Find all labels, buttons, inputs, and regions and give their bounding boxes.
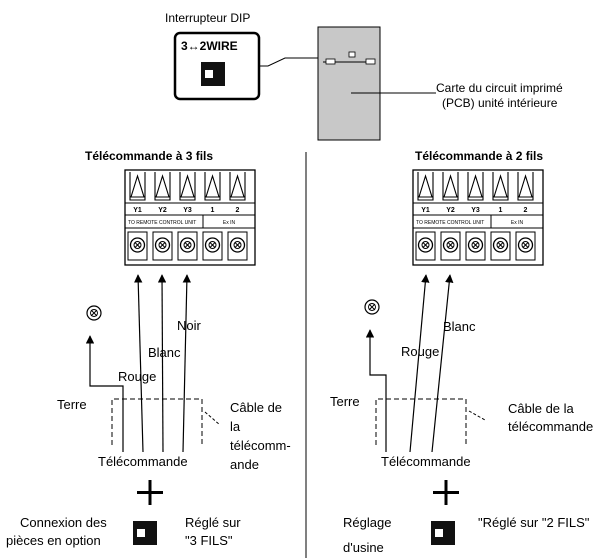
terminal-group-exin: Ex IN [511,220,524,226]
left-cable-label-3: télécomm- [230,438,291,453]
left-wire-y1 [134,274,144,453]
right-title: Télécommande à 2 fils [415,149,543,163]
right-wires [409,274,454,453]
left-earth-symbol [86,305,102,321]
terminal-group-exin: Ex IN [223,220,236,226]
left-option-label-1: Connexion des [20,515,107,530]
terminal-y3: Y3 [471,207,480,214]
right-cable-bracket [375,398,467,445]
left-remote-label: Télécommande [98,454,188,469]
right-wire-rouge-label: Rouge [401,344,439,359]
terminal-y2: Y2 [158,207,167,214]
left-wire-rouge-label: Rouge [118,369,156,384]
terminal-2: 2 [236,207,240,214]
left-cable-label-2: la [230,419,241,434]
left-earth-wire [85,335,124,452]
right-plus-icon [433,480,459,505]
right-remote-label: Télécommande [381,454,471,469]
left-cable-label-4: ande [230,457,259,472]
right-wire-blanc-label: Blanc [443,319,476,334]
left-wire-blanc-label: Blanc [148,345,181,360]
right-cable-label-2: télécommande [508,419,593,434]
pcb-label-line1: Carte du circuit imprimé [436,81,563,95]
left-dip-setting-icon [133,521,157,545]
left-wire-y2 [157,274,167,453]
pcb-board [317,26,381,141]
terminal-y2: Y2 [446,207,455,214]
left-setting-label-2: "3 FILS" [185,533,233,548]
terminal-2: 2 [524,207,528,214]
right-wire-y2 [431,274,454,453]
terminal-group-remote: TO REMOTE CONTROL UNIT [416,220,484,226]
left-option-label-2: pièces en option [6,533,101,548]
left-earth-label: Terre [57,397,87,412]
right-wire-y1 [409,274,430,453]
left-plus-icon [137,480,163,505]
right-earth-wire [365,329,387,452]
terminal-y1: Y1 [421,207,430,214]
left-terminal-block: Y1 Y2 Y3 1 2 TO REMOTE CONTROL UNIT Ex I… [124,169,256,266]
right-cable-label-1: Câble de la [508,401,575,416]
dip-switch: 3↔2WIRE [173,31,261,101]
right-earth-label: Terre [330,394,360,409]
terminal-1: 1 [211,207,215,214]
right-factory-label-1: Réglage [343,515,391,530]
left-setting-label-1: Réglé sur [185,515,241,530]
terminal-group-remote: TO REMOTE CONTROL UNIT [128,220,196,226]
right-dip-setting-icon [431,521,455,545]
dip-switch-text: 3↔2WIRE [181,39,238,53]
left-wire-y3 [182,274,192,453]
terminal-y1: Y1 [133,207,142,214]
pcb-label-line2: (PCB) unité intérieure [442,96,558,110]
left-wire-noir-label: Noir [177,318,202,333]
right-factory-label-2: d'usine [343,540,384,555]
dip-switch-label: Interrupteur DIP [165,11,250,25]
left-cable-label-1: Câble de [230,400,282,415]
left-title: Télécommande à 3 fils [85,149,213,163]
right-setting-label: "Réglé sur "2 FILS" [478,515,590,530]
right-terminal-block: Y1 Y2 Y3 1 2 TO REMOTE CONTROL UNIT Ex I… [412,169,544,266]
left-wires [134,274,192,453]
right-earth-symbol [364,299,380,315]
terminal-y3: Y3 [183,207,192,214]
left-cable-bracket [111,398,203,445]
terminal-1: 1 [499,207,503,214]
